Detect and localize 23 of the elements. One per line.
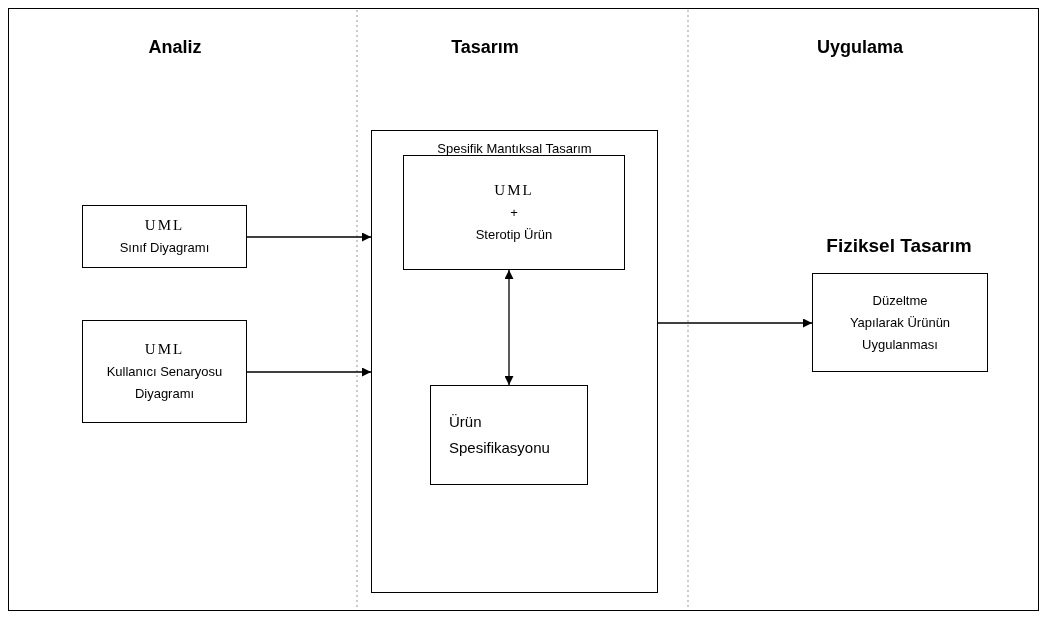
uml-label: UML bbox=[144, 216, 185, 236]
lane-heading: Analiz bbox=[148, 36, 202, 59]
process-box bbox=[430, 385, 588, 485]
process-box bbox=[82, 205, 247, 268]
node-text: Sınıf Diyagramı bbox=[119, 238, 210, 257]
arrow bbox=[504, 269, 514, 386]
uml-label: UML bbox=[494, 181, 534, 201]
lane-heading: Uygulama bbox=[817, 36, 903, 59]
node-text: + bbox=[510, 203, 518, 222]
node-text: Sterotip Ürün bbox=[475, 225, 553, 244]
section-heading: Fiziksel Tasarım bbox=[825, 234, 973, 258]
node-text: Kullanıcı Senaryosu Diyagramı bbox=[105, 362, 224, 403]
arrow bbox=[246, 232, 372, 242]
uml-label: UML bbox=[144, 340, 185, 360]
group-title: Spesifik Mantıksal Tasarım bbox=[437, 140, 592, 158]
group-box bbox=[371, 130, 658, 593]
arrow bbox=[246, 367, 372, 377]
node-text: Düzeltme Yapılarak Ürünün Uygulanması bbox=[848, 291, 952, 354]
process-box bbox=[82, 320, 247, 423]
node-text: Ürün Spesifikasyonu bbox=[449, 412, 551, 458]
arrow bbox=[657, 318, 813, 328]
process-box bbox=[403, 155, 625, 270]
lane-heading: Tasarım bbox=[451, 36, 519, 59]
